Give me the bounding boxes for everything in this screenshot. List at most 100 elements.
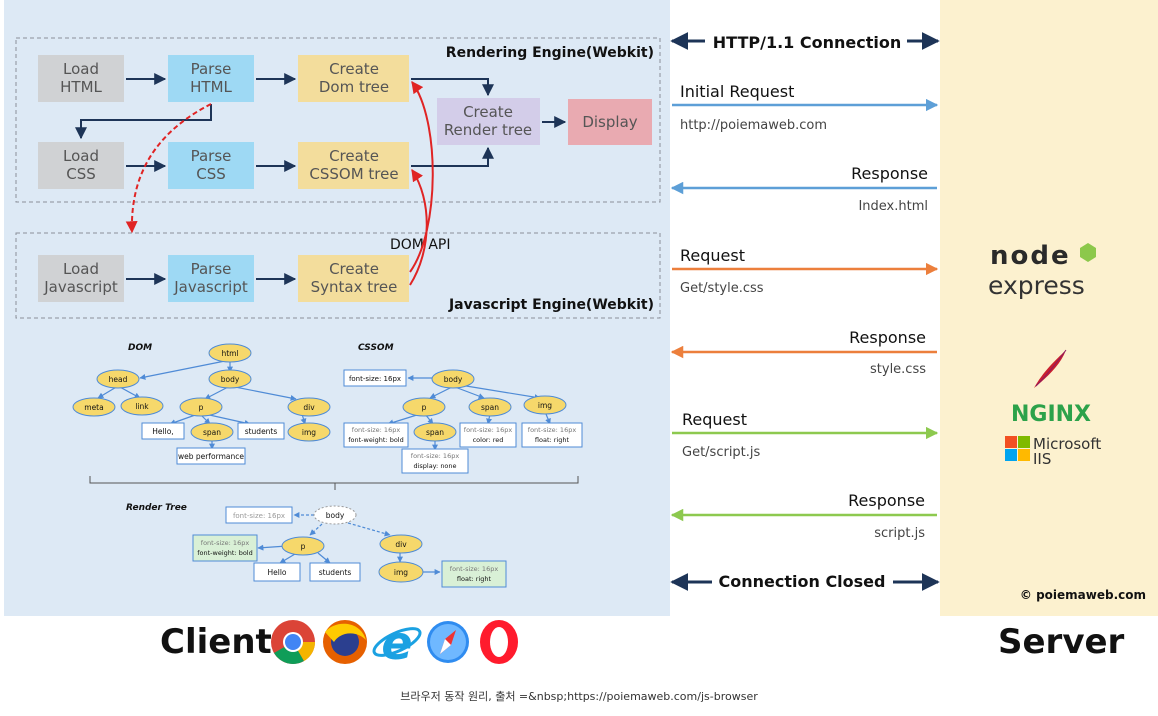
chrome-icon — [271, 620, 315, 664]
microsoft-logo — [1005, 436, 1030, 461]
dom-text-web-performance — [176, 447, 246, 465]
dom-node-p-label: p — [199, 403, 204, 412]
dom-text-students — [237, 422, 285, 440]
dom-api-label: DOM API — [390, 237, 450, 253]
create-cssom-box — [298, 142, 409, 189]
figure-caption: 브라우저 동작 원리, 출처 =&nbsp;https://poiemaweb.… — [400, 690, 758, 703]
render-node-p-label: p — [301, 542, 306, 551]
cssom-root-style — [343, 369, 407, 387]
render-body-style-label: font-size: 16px — [233, 512, 285, 520]
initial-request-url: http://poiemaweb.com — [680, 118, 827, 133]
create-dom-box — [298, 55, 409, 102]
render-node-p — [281, 536, 325, 556]
microsoft-label: Microsoft — [1033, 435, 1101, 453]
response1-file: Index.html — [858, 199, 928, 214]
cssom-p-style-2: font-weight: bold — [348, 436, 404, 444]
dom-node-meta — [72, 397, 116, 417]
cssom-img-style — [521, 422, 583, 448]
render-node-body — [313, 505, 357, 525]
parse-js-box — [168, 255, 254, 302]
render-p-style-2: font-weight: bold — [197, 549, 253, 557]
cssom-span-style-2: color: red — [473, 436, 504, 444]
render-text-hello-label: Hello — [267, 568, 286, 577]
rendering-engine-title: Rendering Engine(Webkit) — [446, 45, 654, 61]
cssom-node-body-label: body — [444, 375, 463, 384]
display-label: Display — [582, 113, 637, 131]
render-img-style-2: float: right — [457, 575, 492, 583]
firefox-icon — [323, 620, 367, 664]
dom-node-span — [190, 422, 234, 442]
dom-node-link-label: link — [135, 402, 149, 411]
render-tree-label: Render Tree — [126, 503, 187, 513]
safari-icon — [427, 621, 469, 663]
dom-node-html — [208, 343, 252, 363]
display-box — [568, 99, 652, 145]
dom-text-web-performance-label: web performance — [178, 452, 244, 461]
response3-label: Response — [848, 491, 925, 510]
render-img-style-1: font-size: 16px — [450, 565, 499, 573]
response2-label: Response — [849, 328, 926, 347]
create-render-box — [437, 98, 540, 145]
js-engine-frame — [15, 232, 661, 319]
cssom-tree-label: CSSOM — [358, 343, 394, 353]
render-node-body-label: body — [326, 511, 345, 520]
express-logo: express — [988, 271, 1085, 300]
dom-api-arrow-cssom — [409, 169, 428, 286]
parse-css-box — [168, 142, 254, 189]
render-node-div — [379, 534, 423, 554]
render-text-students-label: students — [319, 568, 352, 577]
connection-label: HTTP/1.1 Connection — [713, 33, 901, 52]
nodejs-hex-icon — [1080, 243, 1096, 262]
cssom-root-style-label: font-size: 16px — [349, 375, 401, 383]
render-text-hello — [253, 562, 301, 582]
cssom-node-span — [468, 397, 512, 417]
parse-to-js-dashed-arrow — [125, 103, 212, 234]
cssom-p-style — [343, 422, 409, 448]
cssom-node-span-label: span — [481, 403, 499, 412]
nginx-logo: NGINX — [1011, 402, 1091, 427]
cssom-node-p-label: p — [422, 403, 427, 412]
request3-label: Request — [682, 410, 747, 429]
dom-api-arrow-dom — [409, 81, 434, 273]
load-js-box — [38, 255, 124, 302]
request2-path: Get/style.css — [680, 281, 764, 296]
response3-file: script.js — [874, 526, 925, 541]
server-panel-bg — [940, 0, 1158, 616]
request2-label: Request — [680, 246, 745, 265]
js-engine-title: Javascript Engine(Webkit) — [448, 297, 654, 313]
cssom-span2-style-2: display: none — [413, 462, 456, 470]
process-arrows — [75, 73, 567, 285]
ie-icon: e — [372, 616, 422, 670]
apache-feather-stem — [1035, 349, 1067, 387]
cssom-p-style-1: font-size: 16px — [352, 426, 401, 434]
cssom-node-body — [431, 369, 475, 389]
dom-text-hello — [141, 422, 185, 440]
parse-html-box — [168, 55, 254, 102]
render-body-style — [225, 506, 293, 524]
cssom-span-style-1: font-size: 16px — [464, 426, 513, 434]
cssom-node-img — [523, 395, 567, 415]
svg-text:e: e — [381, 616, 412, 670]
load-html-box — [38, 55, 124, 102]
render-text-students — [309, 562, 361, 582]
dom-text-hello-label: Hello, — [152, 427, 173, 436]
apache-feather-icon — [1034, 350, 1066, 388]
opera-icon — [480, 620, 518, 664]
dom-node-link — [120, 396, 164, 416]
request3-path: Get/script.js — [682, 445, 761, 460]
dom-node-body-label: body — [221, 375, 240, 384]
server-label: Server — [998, 622, 1125, 662]
dom-node-img — [287, 422, 331, 442]
cssom-span-style — [459, 422, 517, 448]
closed-label: Connection Closed — [719, 572, 886, 591]
cssom-img-style-2: float: right — [535, 436, 570, 444]
initial-request-label: Initial Request — [680, 82, 794, 101]
nodejs-logo: node — [990, 241, 1071, 271]
render-node-div-label: div — [395, 540, 407, 549]
